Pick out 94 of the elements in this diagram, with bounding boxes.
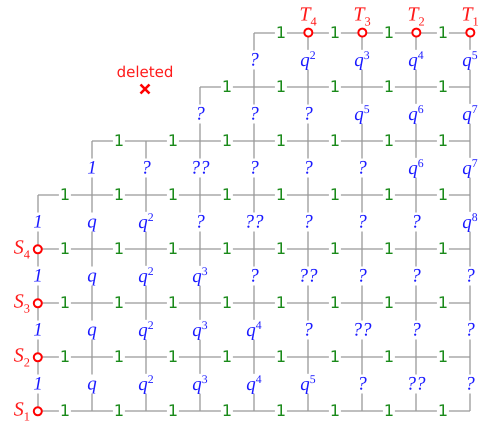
edge-weight: 1: [220, 403, 234, 419]
edge-weight: 1: [436, 295, 450, 311]
edge-weight: q: [86, 212, 98, 232]
edge-weight: 1: [112, 349, 126, 365]
edge-weight: 1: [58, 241, 72, 257]
edge-weight: 1: [220, 349, 234, 365]
edge-weight: q$^{6}$: [407, 158, 425, 178]
edge-weight: 1: [112, 133, 126, 149]
edge-weight: 1: [274, 403, 288, 419]
terminal-label: T$_{3}$: [353, 4, 371, 28]
edge-weight: q$^{7}$: [461, 158, 479, 178]
edge-weight: 1: [436, 133, 450, 149]
edge-weight: 1: [328, 25, 342, 41]
edge-weight: 1: [274, 241, 288, 257]
terminal-label: S$_{3}$: [14, 291, 30, 315]
edge-weight: 1: [274, 295, 288, 311]
edge-weight: 1: [328, 349, 342, 365]
edge-weight: 1: [436, 25, 450, 41]
edge-weight: 1: [220, 133, 234, 149]
edge-weight: 1: [220, 79, 234, 95]
edge-weight: 1: [382, 295, 396, 311]
edge-weight: 1: [220, 187, 234, 203]
edge-weight: 1: [166, 241, 180, 257]
edge-weight: 1: [112, 241, 126, 257]
edge-weight: 1: [58, 349, 72, 365]
edge-weight: 1: [58, 187, 72, 203]
edge-weight: q$^{4}$: [245, 320, 263, 340]
edge-weight: q$^{3}$: [191, 374, 209, 394]
edge-weight: 1: [274, 133, 288, 149]
edge-weight: 1: [274, 25, 288, 41]
edge-weight: 1: [32, 212, 44, 232]
edge-weight: q: [86, 266, 98, 286]
edge-weight: 1: [112, 295, 126, 311]
edge-weight: 1: [328, 133, 342, 149]
edge-weight: q$^{2}$: [137, 266, 155, 286]
edge-weight: 1: [382, 403, 396, 419]
edge-weight: 1: [274, 349, 288, 365]
edge-weight: 1: [328, 241, 342, 257]
edge-weight: q$^{2}$: [137, 212, 155, 232]
edge-weight: 1: [166, 403, 180, 419]
edge-weight: 1: [436, 79, 450, 95]
edge-weight: 1: [382, 79, 396, 95]
edge-weight: 1: [220, 295, 234, 311]
edge-weight: 1: [328, 187, 342, 203]
edge-weight: 1: [382, 25, 396, 41]
edge-weight: 1: [436, 241, 450, 257]
edge-weight: q$^{2}$: [137, 320, 155, 340]
edge-weight: 1: [328, 295, 342, 311]
edge-weight: 1: [58, 295, 72, 311]
edge-weight: q$^{7}$: [461, 104, 479, 124]
edge-weight: q$^{3}$: [191, 266, 209, 286]
terminal-label: T$_{1}$: [461, 4, 479, 28]
edge-weight: 1: [328, 403, 342, 419]
edge-weight: 1: [166, 295, 180, 311]
edge-weight: 1: [86, 158, 98, 178]
edge-weight: 1: [32, 266, 44, 286]
edge-weight: 1: [32, 374, 44, 394]
edge-weight: 1: [382, 349, 396, 365]
edge-weight: 1: [382, 187, 396, 203]
edge-weight: 1: [436, 349, 450, 365]
edge-weight: 1: [58, 403, 72, 419]
edge-weight: 1: [166, 133, 180, 149]
edge-weight: 1: [166, 187, 180, 203]
edge-weight: q$^{5}$: [353, 104, 371, 124]
terminal-label: S$_{2}$: [14, 345, 30, 369]
edge-weight: 1: [382, 241, 396, 257]
edge-weight: q$^{5}$: [461, 50, 479, 70]
edge-weight: q$^{2}$: [137, 374, 155, 394]
edge-weight: q$^{2}$: [299, 50, 317, 70]
edge-weight: q$^{5}$: [299, 374, 317, 394]
terminal-label: T$_{4}$: [299, 4, 317, 28]
edge-weight: 1: [328, 79, 342, 95]
edge-weight: 1: [166, 349, 180, 365]
edge-weight: q: [86, 320, 98, 340]
edge-weight: 1: [220, 241, 234, 257]
terminal-label: S$_{4}$: [14, 237, 30, 261]
edge-weight: q$^{4}$: [407, 50, 425, 70]
edge-weight: q$^{6}$: [407, 104, 425, 124]
edge-weight: q$^{8}$: [461, 212, 479, 232]
edge-weight: 1: [32, 320, 44, 340]
edge-weight: 1: [436, 187, 450, 203]
edge-weight: 1: [382, 133, 396, 149]
edge-weight: q$^{3}$: [191, 320, 209, 340]
note-text: deleted: [116, 63, 174, 81]
edge-weight: 1: [436, 403, 450, 419]
edge-weight: 1: [112, 403, 126, 419]
edge-weight: 1: [274, 79, 288, 95]
edge-weight: 1: [274, 187, 288, 203]
terminal-label: T$_{2}$: [407, 4, 425, 28]
edge-weight: q: [86, 374, 98, 394]
terminal-label: S$_{1}$: [14, 399, 30, 421]
edge-weight: 1: [112, 187, 126, 203]
edge-weight: q$^{4}$: [245, 374, 263, 394]
edge-weight: q$^{3}$: [353, 50, 371, 70]
